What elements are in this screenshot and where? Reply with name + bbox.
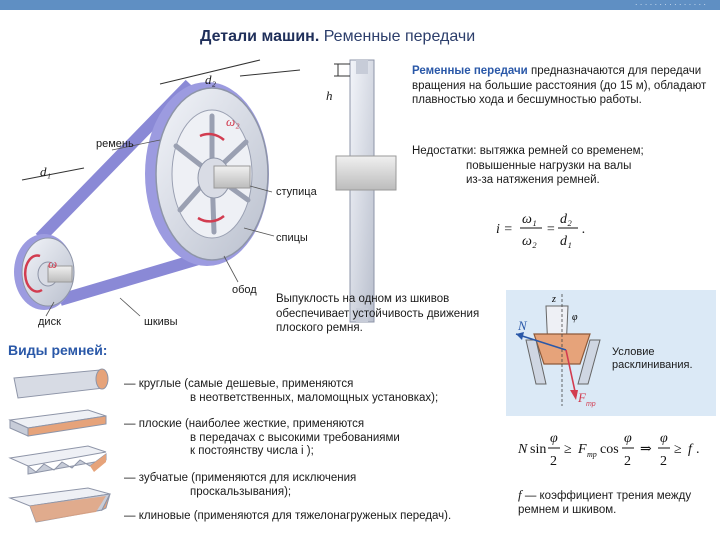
page-title: Детали машин. Ременные передачи bbox=[200, 28, 475, 46]
belt-types-heading: Виды ремней: bbox=[8, 342, 108, 358]
wedge-F-sub: тр bbox=[586, 401, 596, 408]
label-h: h bbox=[326, 88, 333, 103]
label-disk: диск bbox=[38, 316, 61, 328]
type-flat-line1: — плоские (наиболее жесткие, применяются bbox=[124, 418, 365, 430]
formula-ge-1: ≥ bbox=[564, 442, 572, 457]
type-toothed: — зубчатые (применяются для исключения п… bbox=[124, 472, 356, 499]
convexity-note: Выпуклость на одном из шкивов обеспечива… bbox=[276, 293, 480, 334]
formula-N: N bbox=[517, 442, 528, 457]
formula-two-3: 2 bbox=[660, 454, 667, 469]
formula-two-2: 2 bbox=[624, 454, 631, 469]
label-spicy: спицы bbox=[276, 232, 308, 244]
wedge-N: N bbox=[517, 318, 528, 333]
type-toothed-line1: — зубчатые (применяются для исключения bbox=[124, 472, 357, 484]
cons-line-3: из-за натяжения ремней. bbox=[466, 174, 600, 186]
fdef-text: — коэффициент трения между ремнем и шкив… bbox=[518, 490, 692, 516]
label-omega1: ω bbox=[48, 256, 58, 271]
intro-paragraph: Ременные передачи предназначаются для пе… bbox=[412, 64, 712, 108]
formula-phi-2: φ bbox=[624, 431, 632, 446]
type-flat-line2: в передачах с высокими требованиями bbox=[190, 431, 400, 444]
belt-types-icons bbox=[8, 368, 111, 523]
ratio-lhs: i = bbox=[496, 222, 513, 237]
intro-text: предназначаются для передачи вращения на… bbox=[412, 65, 707, 106]
friction-definition: f — коэффициент трения между ремнем и шк… bbox=[518, 488, 718, 517]
type-flat-line3: к постоянству числа i ); bbox=[190, 445, 314, 457]
cons-line-2: повышенные нагрузки на валы bbox=[466, 159, 632, 172]
ratio-den1: ω₂ bbox=[522, 234, 537, 249]
ratio-formula: i = ω₁ ω₂ = d₂ d₁ . bbox=[496, 212, 586, 249]
top-bar-text: · · · · · · · · · · · · · · · bbox=[634, 0, 706, 9]
wedge-z: z bbox=[551, 294, 556, 305]
ratio-eq: = bbox=[546, 222, 555, 237]
label-shkivy: шкивы bbox=[144, 316, 178, 328]
label-remen: ремень bbox=[96, 138, 134, 150]
formula-F: F bbox=[577, 442, 587, 457]
wedge-F: F bbox=[577, 390, 587, 405]
wedge-diagram: N F тр z φ bbox=[515, 294, 601, 408]
formula-F-sub: тр bbox=[587, 450, 597, 459]
toothed-belt-icon bbox=[8, 445, 107, 475]
wedge-phi: φ bbox=[572, 312, 578, 323]
type-v-line1: — клиновые (применяются для тяжелонагруж… bbox=[124, 510, 452, 522]
large-pulley bbox=[145, 82, 269, 266]
title-rest: Ременные передачи bbox=[319, 28, 476, 45]
top-bar: · · · · · · · · · · · · · · · bbox=[0, 0, 720, 10]
small-pulley bbox=[14, 234, 75, 310]
flat-belt-icon bbox=[8, 409, 107, 437]
ratio-num1: ω₁ bbox=[522, 212, 537, 227]
type-toothed-line2: проскальзывания); bbox=[190, 485, 292, 498]
formula-dot: . bbox=[696, 442, 700, 457]
wedge-condition-label: Условие расклинивания. bbox=[612, 346, 693, 371]
formula-sin: sin bbox=[530, 442, 546, 457]
v-belt-icon bbox=[8, 487, 111, 523]
type-round-line2: в неответственных, маломощных установках… bbox=[190, 391, 439, 404]
label-d1: d₁ bbox=[40, 164, 52, 179]
type-round: — круглые (самые дешевые, применяются в … bbox=[124, 378, 438, 405]
round-belt-icon bbox=[13, 368, 109, 399]
disadvantages: Недостатки: вытяжка ремней со временем; … bbox=[412, 144, 712, 188]
formula-phi-1: φ bbox=[550, 431, 558, 446]
label-stupica: ступица bbox=[276, 186, 317, 198]
label-obod: обод bbox=[232, 284, 257, 296]
type-round-line1: — круглые (самые дешевые, применяются bbox=[124, 378, 354, 390]
label-omega2: ω₂ bbox=[226, 114, 240, 129]
formula-cos: cos bbox=[600, 442, 619, 457]
type-v: — клиновые (применяются для тяжелонагруж… bbox=[124, 510, 451, 524]
belt-drive-illustration bbox=[14, 59, 397, 323]
pulley-cross-section bbox=[334, 59, 397, 323]
formula-phi-3: φ bbox=[660, 431, 668, 446]
intro-highlight: Ременные передачи bbox=[412, 65, 528, 77]
ratio-den2: d₁ bbox=[560, 234, 572, 249]
formula-ge-2: ≥ bbox=[674, 442, 682, 457]
friction-formula: N sin φ 2 ≥ F тр cos φ 2 ⇒ φ 2 ≥ f . bbox=[517, 431, 700, 469]
formula-arrow: ⇒ bbox=[640, 442, 652, 457]
label-d2: d₂ bbox=[205, 72, 217, 87]
cons-line-1: Недостатки: вытяжка ремней со временем; bbox=[412, 145, 644, 157]
omega2-arrow bbox=[199, 132, 225, 141]
formula-two-1: 2 bbox=[550, 454, 557, 469]
title-bold: Детали машин. bbox=[200, 28, 320, 45]
ratio-end: . bbox=[582, 222, 586, 237]
ratio-num2: d₂ bbox=[560, 212, 572, 227]
formula-f: f bbox=[688, 442, 694, 457]
type-flat: — плоские (наиболее жесткие, применяются… bbox=[124, 418, 400, 459]
fdef-f: f bbox=[518, 487, 522, 502]
